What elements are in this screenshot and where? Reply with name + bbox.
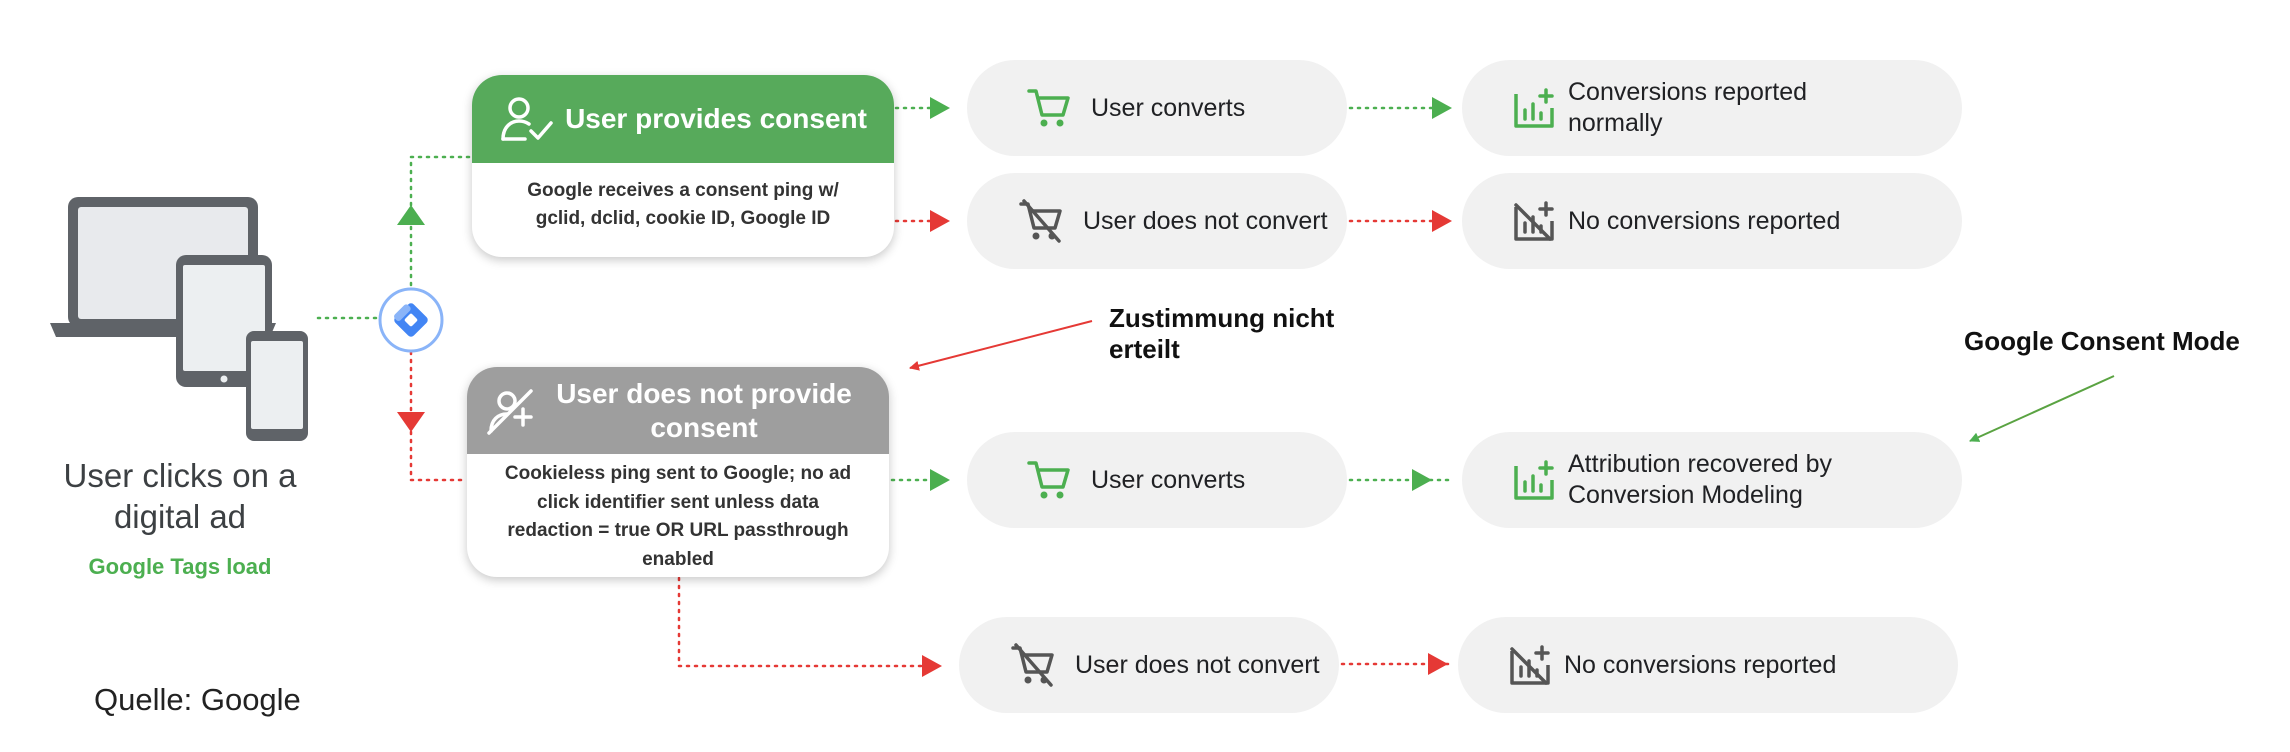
user-crossed-icon: [485, 387, 537, 435]
annotation-arrow-red: [909, 320, 1093, 371]
outcome-converts-1: User converts: [967, 60, 1347, 156]
result-label: No conversions reported: [1568, 206, 1841, 235]
source-label: User clicks on a digital ad: [63, 457, 297, 535]
outcome-not-convert-2: User does not convert: [959, 617, 1339, 713]
result-none: No conversions reported: [1462, 173, 1962, 269]
cart-icon: [1025, 456, 1073, 504]
connector-tag-to-consent: [409, 155, 472, 287]
connector-no-consent-to-not-convert: [677, 576, 942, 668]
cart-off-icon: [1009, 641, 1057, 689]
result-label: Attribution recovered by Conversion Mode…: [1568, 450, 1833, 509]
outcome-converts-2: User converts: [967, 432, 1347, 528]
result-modeling: Attribution recovered by Conversion Mode…: [1462, 432, 1962, 528]
consent-yes-title: User provides consent: [565, 103, 867, 134]
consent-no-header: User does not provide consent: [467, 367, 889, 454]
arrow-down-red: [397, 412, 425, 432]
outcome-label: User does not convert: [1083, 206, 1328, 235]
chart-off-icon: [1510, 197, 1558, 245]
consent-no-title: User does not provide consent: [556, 377, 852, 443]
consent-yes-body: Google receives a consent ping w/ gclid,…: [527, 180, 839, 229]
result-label: Conversions reported normally: [1568, 78, 1808, 137]
consent-yes-header: User provides consent: [472, 75, 894, 163]
consent-no-card: User does not provide consent Cookieless…: [467, 367, 889, 577]
annotation-arrow-green: [1969, 375, 2115, 442]
outcome-label: User converts: [1091, 465, 1246, 494]
result-none-2: No conversions reported: [1458, 617, 1958, 713]
consent-yes-card: User provides consent Google receives a …: [472, 75, 894, 257]
source-credit: Quelle: Google: [94, 682, 301, 717]
google-tag-manager-icon: [378, 287, 444, 353]
chart-plus-icon: [1510, 84, 1558, 132]
outcome-label: User converts: [1091, 93, 1246, 122]
annotation-consent-mode: Google Consent Mode: [1964, 326, 2240, 356]
arrow-up-green: [397, 205, 425, 225]
chart-plus-icon: [1510, 456, 1558, 504]
source-sublabel: Google Tags load: [88, 554, 272, 579]
devices-icon: [48, 195, 314, 445]
result-reported: Conversions reported normally: [1462, 60, 1962, 156]
outcome-label: User does not convert: [1075, 650, 1320, 679]
cart-icon: [1025, 84, 1073, 132]
outcome-not-convert-1: User does not convert: [967, 173, 1347, 269]
annotation-no-consent: Zustimmung nicht erteilt: [1109, 303, 1335, 364]
cart-off-icon: [1017, 197, 1065, 245]
connector-tag-to-no-consent: [409, 350, 468, 482]
consent-no-body: Cookieless ping sent to Google; no ad cl…: [504, 463, 852, 570]
user-check-icon: [499, 95, 555, 143]
chart-off-icon: [1506, 641, 1554, 689]
result-label: No conversions reported: [1564, 650, 1837, 679]
